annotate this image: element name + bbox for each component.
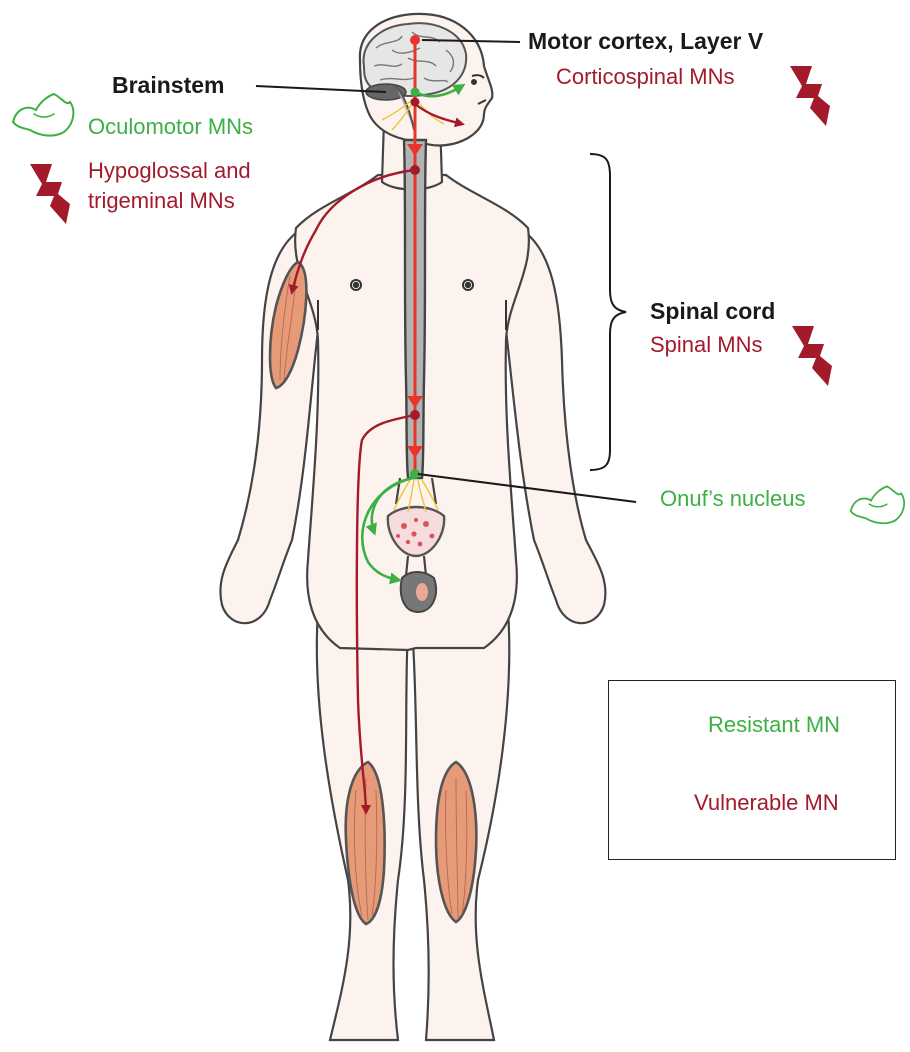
hypoglossal-label-line2: trigeminal MNs bbox=[88, 188, 235, 213]
oculomotor-label: Oculomotor MNs bbox=[88, 114, 253, 139]
outlined-muscle-icon-oculomotor bbox=[13, 94, 73, 136]
motor-cortex-label: Motor cortex, Layer V bbox=[528, 28, 763, 54]
brainstem-label: Brainstem bbox=[112, 72, 224, 98]
legend-vulnerable-label: Vulnerable MN bbox=[694, 790, 839, 815]
hypoglossal-label-line1: Hypoglossal and bbox=[88, 158, 251, 183]
lightning-bolt-icon-spinal bbox=[792, 326, 832, 386]
right-arm bbox=[506, 230, 605, 623]
spinal-cord-label: Spinal cord bbox=[650, 298, 775, 324]
spinal-mns-label: Spinal MNs bbox=[650, 332, 762, 357]
corticospinal-label: Corticospinal MNs bbox=[556, 64, 735, 89]
lightning-bolt-icon-corticospinal bbox=[790, 66, 830, 126]
legend-resistant-label: Resistant MN bbox=[708, 712, 840, 737]
lightning-bolt-icon-hypoglossal bbox=[30, 164, 70, 224]
outlined-muscle-icon-onufs bbox=[851, 486, 904, 523]
legend bbox=[608, 680, 896, 860]
spinal-cord-brace bbox=[590, 154, 626, 470]
onufs-nucleus-label: Onuf’s nucleus bbox=[660, 486, 806, 511]
